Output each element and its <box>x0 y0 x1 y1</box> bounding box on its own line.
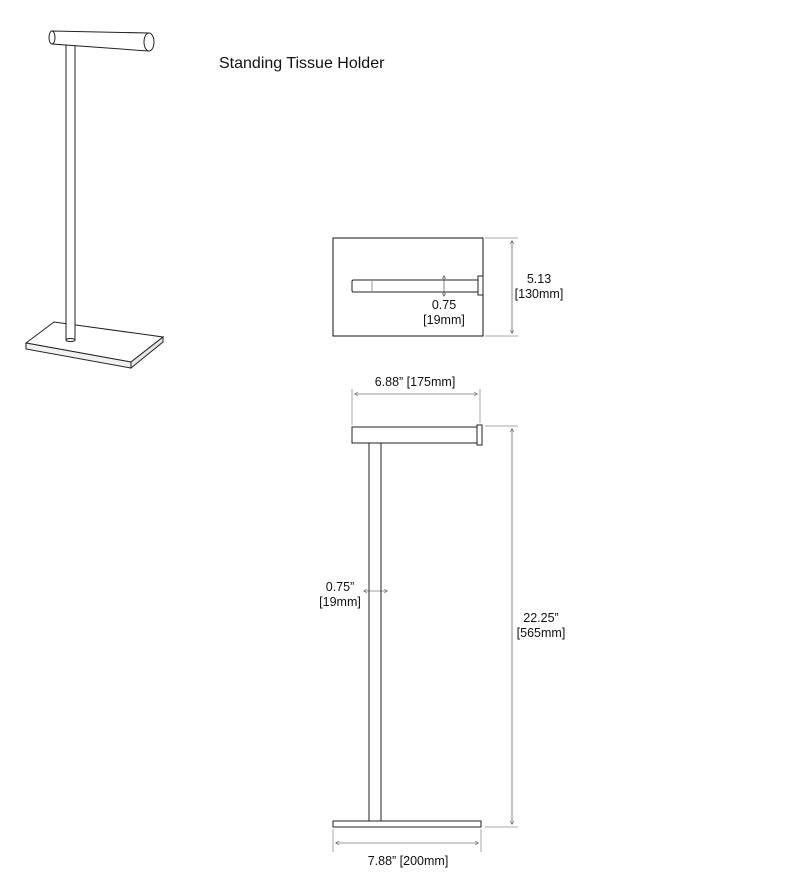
perspective-post <box>65 39 76 342</box>
front-view-base <box>332 820 482 828</box>
arm-width-label: 6.88” [175mm] <box>375 375 456 389</box>
depth-label-line2: [130mm] <box>515 287 564 301</box>
perspective-base <box>24 321 165 370</box>
perspective-arm <box>48 30 155 52</box>
top-view: 0.75 [19mm] 5.13 [130mm] <box>332 237 564 337</box>
front-view-post <box>368 442 382 822</box>
depth-label-line1: 5.13 <box>527 272 551 286</box>
product-perspective-view <box>24 30 165 370</box>
front-view: 6.88” [175mm] 0.75” [19mm] 22.25” [565mm… <box>319 375 565 868</box>
front-view-arm <box>351 426 479 444</box>
drawing-title: Standing Tissue Holder <box>219 55 385 72</box>
post-width-label-line1: 0.75” <box>326 580 355 594</box>
height-label-line1: 22.25” <box>523 611 558 625</box>
rod-diameter-label-line2: [19mm] <box>423 313 465 327</box>
top-view-end-cap <box>477 275 484 296</box>
base-width-label: 7.88” [200mm] <box>368 854 449 868</box>
post-width-label-line2: [19mm] <box>319 595 361 609</box>
top-view-rod <box>351 279 480 293</box>
height-label-line2: [565mm] <box>517 626 566 640</box>
front-view-end-cap <box>476 424 483 446</box>
rod-diameter-label-line1: 0.75 <box>432 298 456 312</box>
